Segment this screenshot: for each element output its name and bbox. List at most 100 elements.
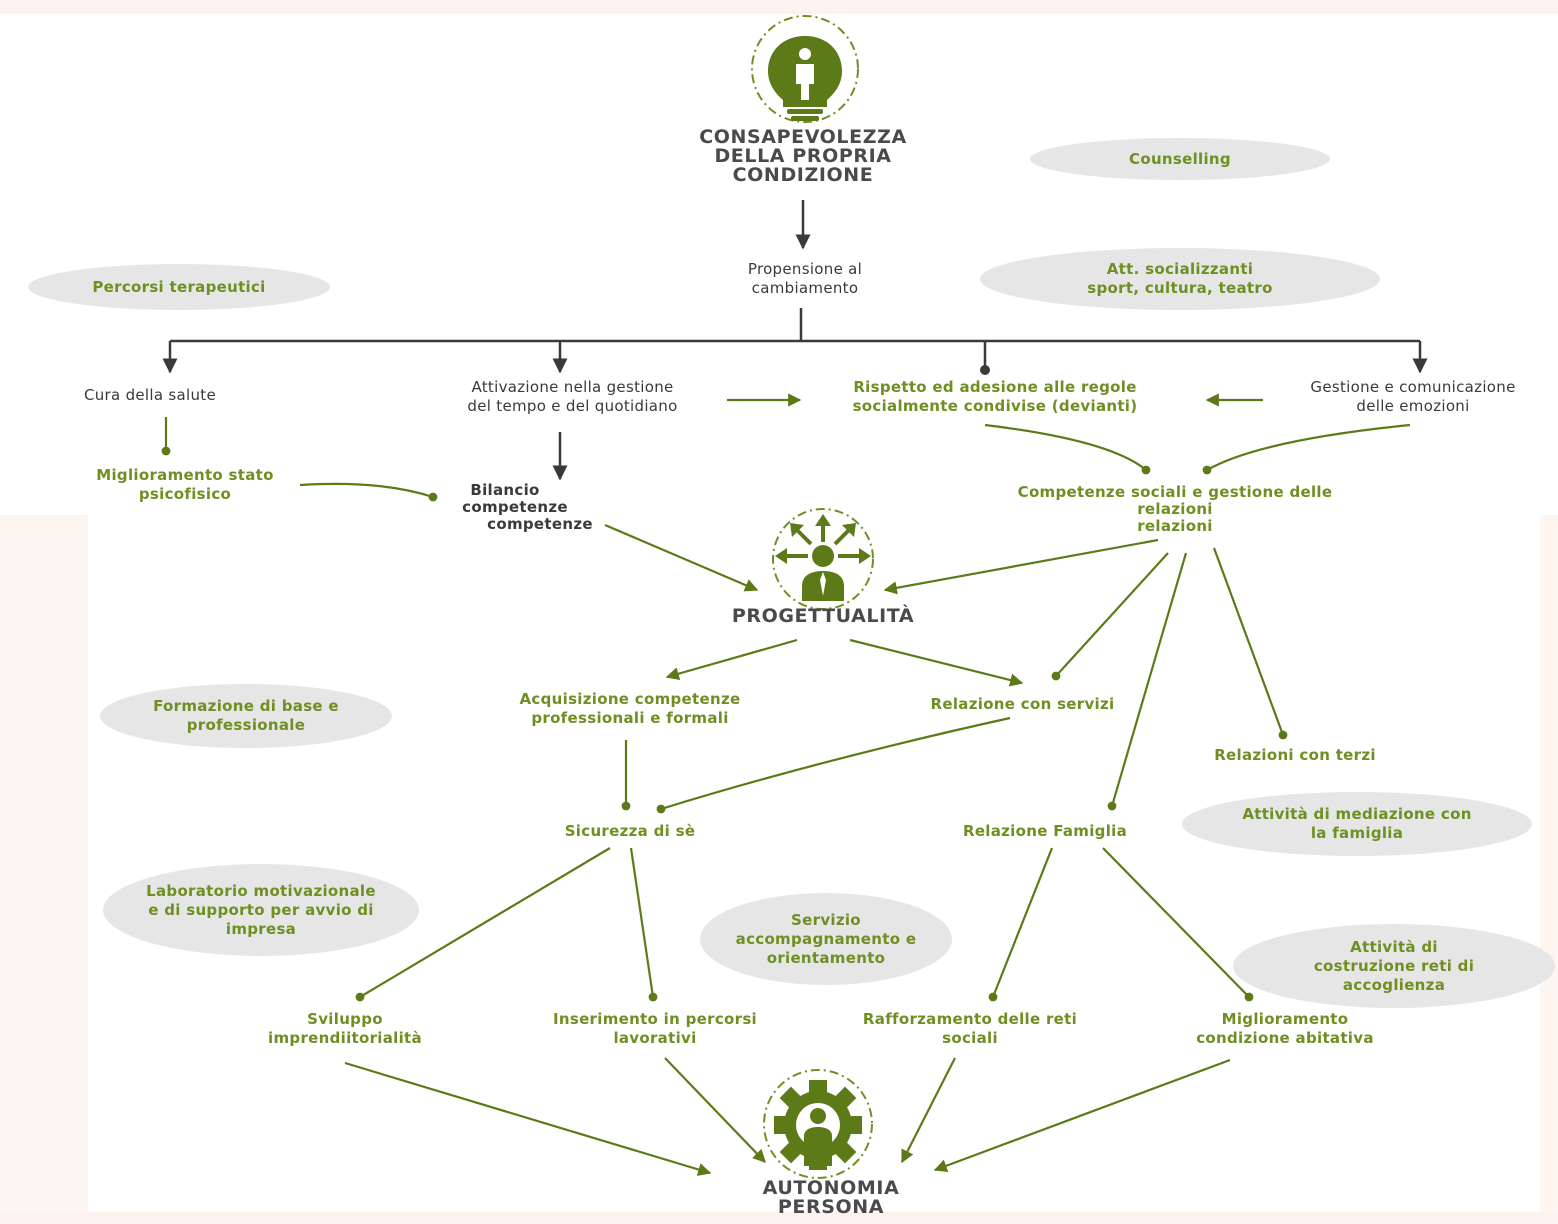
activity-servizio: Servizio accompagnamento e orientamento [700,893,952,985]
node-rafforzamento: Rafforzamento delle reti sociali [825,1010,1115,1048]
hub-consapevolezza-line-3: CONDIZIONE [732,164,874,186]
node-rispetto: Rispetto ed adesione alle regole socialm… [800,378,1190,416]
link-famiglia-abitativa [1102,847,1254,1002]
activity-laboratorio-line-2: e di supporto per avvio di [148,900,374,919]
link-abitativa-autonomia [933,1058,1231,1173]
activity-reti: Attività di costruzione reti di accoglie… [1233,924,1555,1008]
node-attivazione: Attivazione nella gestione del tempo e d… [400,378,745,416]
link-rafforzamento-autonomia [901,1057,956,1164]
activity-counselling-label: Counselling [1129,149,1231,168]
hub-consapevolezza-line-2: DELLA PROPRIA [714,145,892,167]
activity-servizio-line-1: Servizio [791,910,861,929]
activity-att-socializzanti: Att. socializzanti sport, cultura, teatr… [980,248,1380,310]
gear-person-icon [763,1069,873,1179]
activity-att-socializzanti-line-2: sport, cultura, teatro [1087,279,1273,297]
node-miglioramento-abitativa-line-2: condizione abitativa [1196,1029,1374,1047]
node-gestione-emozioni-line-1: Gestione e comunicazione [1310,378,1516,396]
node-miglioramento-stato: Miglioramento stato psicofisico [55,466,315,504]
link-gestione-competenze [1202,423,1411,475]
right-edge-tint [1540,515,1558,1224]
link-competenze-servizi [1051,552,1169,681]
node-competenze-sociali-line-1: Competenze sociali e gestione delle [1017,483,1333,501]
bottom-edge-tint [0,1212,1558,1224]
activity-mediazione: Attività di mediazione con la famiglia [1182,792,1532,856]
activity-percorsi-label: Percorsi terapeutici [92,277,266,296]
hub-progettualita: PROGETTUALITÀ [731,605,915,627]
node-gestione-emozioni-line-2: delle emozioni [1356,397,1470,415]
node-sviluppo-line-2: imprendiitorialità [268,1029,422,1047]
node-competenze-sociali-line-2: relazioni [1137,500,1213,518]
activity-laboratorio-line-3: impresa [225,919,297,938]
activity-att-socializzanti-line-1: Att. socializzanti [1106,260,1254,278]
link-competenze-terzi [1212,547,1288,740]
link-competenze-famiglia [1107,552,1188,811]
left-edge-tint [0,515,88,1224]
activity-formazione-line-2: professionale [186,716,306,734]
link-sviluppo-autonomia [344,1061,712,1176]
node-propensione-line-2: cambiamento [751,279,859,297]
node-relazioni-terzi: Relazioni con terzi [1214,746,1376,764]
node-acquisizione: Acquisizione competenze professionali e … [490,690,770,728]
node-sviluppo: Sviluppo imprendiitorialità [230,1010,460,1048]
activity-servizio-line-3: orientamento [766,948,886,967]
node-attivazione-line-2: del tempo e del quotidiano [467,397,678,415]
node-cura-salute: Cura della salute [83,386,217,404]
node-inserimento-line-1: Inserimento in percorsi [553,1010,757,1028]
link-servizi-sicurezza [656,716,1011,814]
node-relazione-famiglia: Relazione Famiglia [962,822,1128,840]
node-inserimento-line-2: lavorativi [613,1029,697,1047]
node-rafforzamento-line-2: sociali [942,1029,998,1047]
node-miglioramento-abitativa-line-1: Miglioramento [1221,1010,1349,1028]
activity-laboratorio-line-1: Laboratorio motivazionale [146,881,376,900]
link-progettualita-servizi [849,638,1024,687]
activity-percorsi-terapeutici: Percorsi terapeutici [28,264,330,310]
node-miglioramento-stato-line-2: psicofisico [138,485,232,503]
activity-reti-line-2: costruzione reti di [1313,956,1475,975]
node-relazione-servizi: Relazione con servizi [930,695,1115,713]
node-inserimento: Inserimento in percorsi lavorativi [520,1010,790,1048]
node-propensione-line-1: Propensione al [747,260,863,278]
activity-formazione: Formazione di base e professionale [100,684,392,748]
hub-autonomia-line-1: AUTONOMIA [762,1177,900,1199]
activity-formazione-line-1: Formazione di base e [153,697,339,715]
link-progettualita-acquisizione [665,638,798,681]
activity-reti-line-1: Attività di [1350,937,1438,956]
activity-servizio-line-2: accompagnamento e [735,929,917,948]
hub-consapevolezza-line-1: CONSAPEVOLEZZA [699,126,907,148]
node-bilancio: Bilancio competenze competenze [440,482,620,533]
top-edge-tint [0,0,1558,14]
node-acquisizione-line-2: professionali e formali [531,709,729,727]
hub-consapevolezza: CONSAPEVOLEZZA DELLA PROPRIA CONDIZIONE [653,128,953,185]
node-rispetto-line-1: Rispetto ed adesione alle regole [853,378,1137,396]
activity-mediazione-line-1: Attività di mediazione con [1242,805,1472,823]
node-rispetto-line-2: socialmente condivise (devianti) [852,397,1138,415]
link-rispetto-competenze [984,423,1151,475]
node-rafforzamento-line-1: Rafforzamento delle reti [862,1010,1078,1028]
link-inserimento-autonomia [664,1057,766,1163]
node-bilancio-line-2: competenze [462,498,568,516]
node-bilancio-line-1: Bilancio [470,481,540,499]
node-bilancio-line-3: competenze [487,515,593,533]
link-competenze-progettualita [883,538,1159,595]
link-famiglia-rafforzamento [988,847,1054,1002]
link-sicurezza-sviluppo [355,847,611,1002]
link-miglioramento-bilancio [299,482,438,502]
node-miglioramento-stato-line-1: Miglioramento stato [96,466,274,484]
node-sicurezza: Sicurezza di sè [564,822,696,840]
lightbulb-person-icon [751,15,859,123]
node-competenze-sociali: Competenze sociali e gestione delle rela… [960,484,1390,535]
activity-counselling: Counselling [1030,138,1330,180]
person-directions-icon [772,508,874,610]
node-acquisizione-line-1: Acquisizione competenze [519,690,741,708]
node-attivazione-line-1: Attivazione nella gestione [471,378,674,396]
link-bilancio-progettualita [604,523,759,592]
node-propensione: Propensione al cambiamento [665,260,945,298]
node-miglioramento-abitativa: Miglioramento condizione abitativa [1160,1010,1410,1048]
activity-laboratorio: Laboratorio motivazionale e di supporto … [103,864,419,956]
node-competenze-sociali-line-3: relazioni [1137,517,1213,535]
node-sviluppo-line-1: Sviluppo [307,1010,383,1028]
hub-autonomia: AUTONOMIA PERSONA [681,1179,981,1217]
activity-mediazione-line-2: la famiglia [1310,824,1404,842]
activity-reti-line-3: accoglienza [1342,975,1446,994]
